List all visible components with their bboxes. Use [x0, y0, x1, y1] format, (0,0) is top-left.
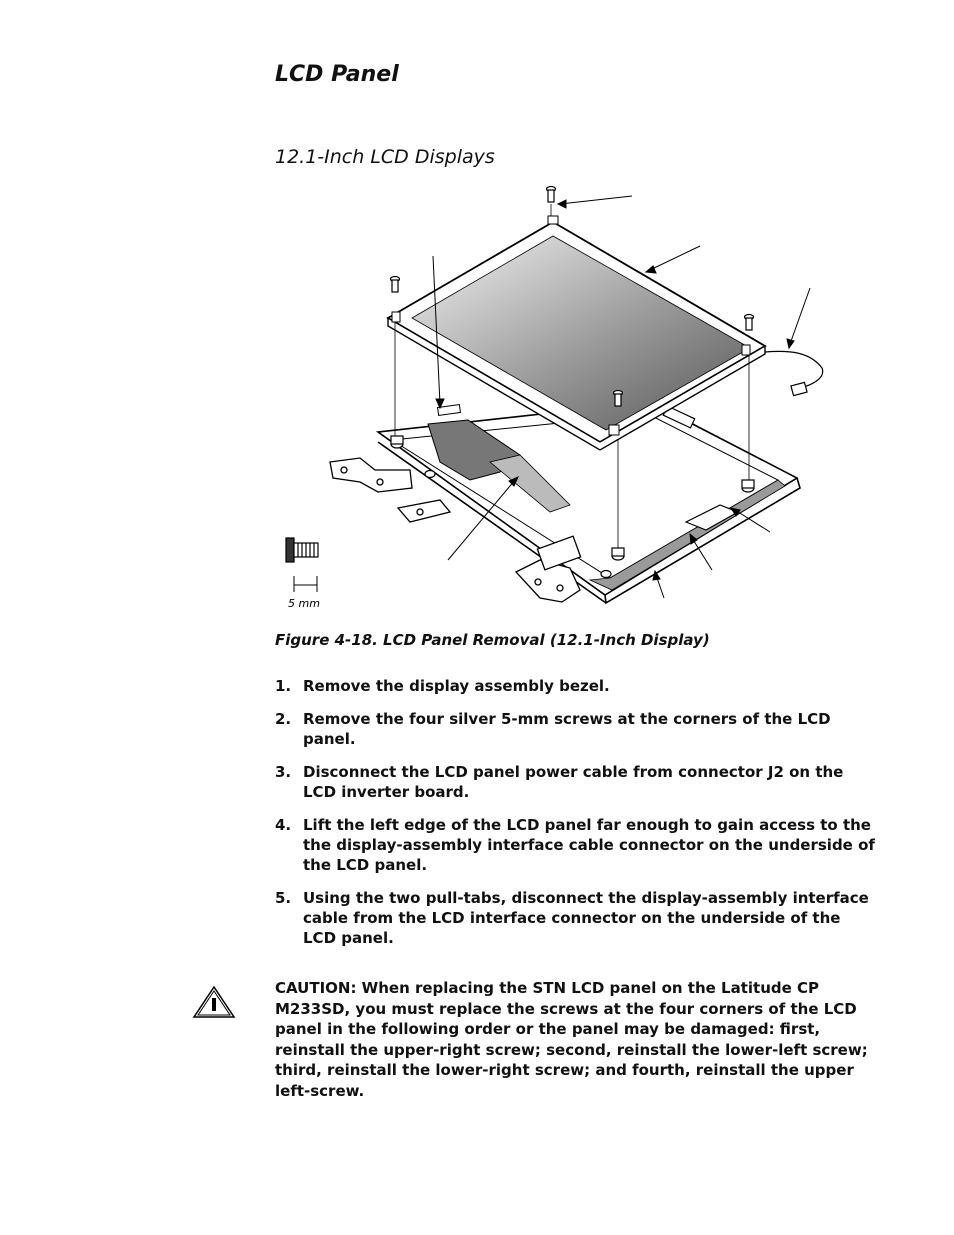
- step-item: 4. Lift the left edge of the LCD panel fa…: [275, 815, 875, 875]
- step-text: Lift the left edge of the LCD panel far …: [303, 816, 875, 874]
- screw-lower: [612, 389, 624, 407]
- screw-right: [743, 313, 755, 331]
- step-number: 4.: [275, 816, 292, 834]
- figure-caption: Figure 4-18. LCD Panel Removal (12.1-Inc…: [275, 631, 710, 649]
- alignment-lines: [394, 204, 750, 548]
- step-text: Remove the four silver 5-mm screws at th…: [303, 710, 831, 748]
- screws: [389, 185, 755, 407]
- leader-lines: [432, 195, 811, 599]
- scale-screw-icon: [285, 537, 319, 563]
- step-item: 2. Remove the four silver 5-mm screws at …: [275, 709, 875, 749]
- lcd-panel-removal-figure: 5 mm: [285, 185, 824, 610]
- left-hinge: [329, 457, 452, 523]
- step-number: 1.: [275, 677, 292, 695]
- page-title: LCD Panel: [275, 62, 399, 87]
- step-item: 3. Disconnect the LCD panel power cable f…: [275, 762, 875, 802]
- step-number: 5.: [275, 889, 292, 907]
- lcd-panel: [386, 215, 767, 451]
- step-number: 3.: [275, 763, 292, 781]
- procedure-steps: 1. Remove the display assembly bezel. 2. R…: [275, 676, 875, 961]
- step-text: Remove the display assembly bezel.: [303, 677, 610, 695]
- step-item: 5. Using the two pull-tabs, disconnect th…: [275, 888, 875, 948]
- section-subtitle: 12.1-Inch LCD Displays: [275, 146, 495, 168]
- step-number: 2.: [275, 710, 292, 728]
- warning-triangle-icon: [192, 985, 236, 1018]
- step-text: Disconnect the LCD panel power cable fro…: [303, 763, 844, 801]
- scale-label: 5 mm: [288, 597, 320, 610]
- interface-cable: [427, 403, 571, 513]
- bottom-hinge: [514, 535, 582, 603]
- lcd-power-cable: [764, 350, 824, 397]
- screw-upper-left: [389, 275, 401, 293]
- screw-upper-right: [545, 185, 557, 203]
- step-text: Using the two pull-tabs, disconnect the …: [303, 889, 869, 947]
- caution-text: CAUTION: When replacing the STN LCD pane…: [275, 979, 868, 1100]
- scale-bar: [293, 576, 318, 592]
- step-item: 1. Remove the display assembly bezel.: [275, 676, 875, 696]
